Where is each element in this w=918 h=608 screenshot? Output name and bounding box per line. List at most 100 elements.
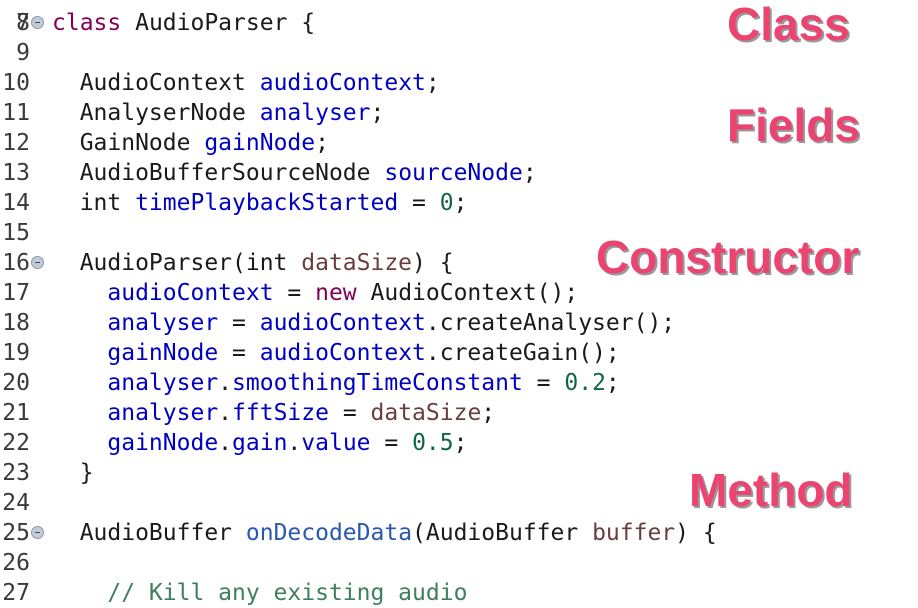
line-number: 16 [2, 250, 30, 276]
code-token [52, 340, 107, 366]
fold-toggle-icon[interactable] [31, 16, 44, 29]
code-token: dataSize [370, 400, 482, 426]
code-token: ; [522, 160, 537, 186]
line-number: 19 [2, 340, 30, 366]
code-token: = [218, 340, 260, 366]
line-number: 22 [2, 430, 30, 456]
code-token: audioContext [259, 70, 426, 96]
code-token: . [218, 430, 233, 456]
code-token: ; [605, 370, 620, 396]
code-token: sourceNode [384, 160, 523, 186]
code-text[interactable]: analyser.fftSize = dataSize; [52, 398, 495, 428]
code-token: smoothingTimeConstant [232, 370, 523, 396]
code-token: buffer [592, 520, 676, 546]
code-token: ) { [675, 520, 717, 546]
code-text[interactable]: // Kill any existing audio [52, 578, 467, 608]
code-token: ; [453, 430, 468, 456]
code-token: AudioContext(); [356, 280, 579, 306]
code-token: (AudioBuffer [412, 520, 593, 546]
code-token: AudioContext [52, 70, 260, 96]
line-number: 9 [16, 40, 30, 66]
line-number: 23 [2, 460, 30, 486]
line-number: 15 [2, 220, 30, 246]
annotation-method: Method [689, 464, 853, 516]
code-token: ; [425, 70, 440, 96]
code-text[interactable]: class AudioParser { [52, 8, 315, 38]
line-number: 13 [2, 160, 30, 186]
code-token: . [218, 400, 233, 426]
code-text[interactable]: AnalyserNode analyser; [52, 98, 385, 128]
code-text[interactable]: gainNode = audioContext.createGain(); [52, 338, 619, 368]
code-token: new [315, 280, 357, 306]
code-token: audioContext [107, 280, 274, 306]
code-token: } [52, 460, 94, 486]
code-text[interactable]: GainNode gainNode; [52, 128, 329, 158]
code-token: gain [232, 430, 288, 456]
code-token: = [328, 400, 371, 426]
code-token: . [287, 430, 302, 456]
code-token: dataSize [301, 250, 413, 276]
code-text[interactable]: AudioParser(int dataSize) { [52, 248, 454, 278]
code-token [52, 400, 107, 426]
code-token: . [218, 370, 233, 396]
code-token: onDecodeData [245, 520, 413, 546]
code-text[interactable]: AudioBuffer onDecodeData(AudioBuffer buf… [52, 518, 717, 548]
annotation-class: Class [727, 0, 850, 50]
code-text[interactable]: AudioBufferSourceNode sourceNode; [52, 158, 537, 188]
code-text[interactable]: analyser = audioContext.createAnalyser()… [52, 308, 675, 338]
line-number: 27 [2, 580, 30, 606]
fold-toggle-icon[interactable] [31, 256, 44, 269]
code-token: analyser [107, 370, 219, 396]
line-number: 10 [2, 70, 30, 96]
code-token: AudioParser(int [52, 250, 302, 276]
code-text[interactable]: int timePlaybackStarted = 0; [52, 188, 468, 218]
line-number: 25 [2, 520, 30, 546]
code-token: .createAnalyser(); [425, 310, 676, 336]
code-token: class [52, 10, 122, 36]
code-token [52, 310, 107, 336]
code-token: ; [315, 130, 329, 156]
code-token: analyser [107, 310, 219, 336]
code-token: AudioParser { [121, 10, 316, 36]
annotation-fields: Fields [727, 99, 860, 151]
line-number: 8 [16, 10, 30, 36]
code-token: value [301, 430, 371, 456]
code-token: 0.5 [412, 430, 454, 456]
line-number: 11 [2, 100, 30, 126]
line-number: 17 [2, 280, 30, 306]
code-token: = [370, 430, 413, 456]
code-text[interactable]: } [52, 458, 94, 488]
code-token: ; [453, 190, 468, 216]
code-token: = [398, 190, 440, 216]
code-text[interactable]: analyser.smoothingTimeConstant = 0.2; [52, 368, 620, 398]
code-text[interactable]: AudioContext audioContext; [52, 68, 440, 98]
code-token [52, 370, 107, 396]
partial-line: 7 [0, 0, 55, 36]
line-number: 24 [2, 490, 30, 516]
line-number: 26 [2, 550, 30, 576]
line-number: 14 [2, 190, 30, 216]
code-token: ; [481, 400, 496, 426]
code-text[interactable]: gainNode.gain.value = 0.5; [52, 428, 467, 458]
code-token: analyser [107, 400, 219, 426]
code-token: = [218, 310, 260, 336]
annotation-constructor: Constructor [596, 231, 860, 283]
line-number: 18 [2, 310, 30, 336]
code-token: ; [370, 100, 385, 126]
line-number: 7 [16, 10, 30, 36]
fold-toggle-icon[interactable] [31, 526, 44, 539]
code-text[interactable]: audioContext = new AudioContext(); [52, 278, 578, 308]
code-token: fftSize [232, 400, 329, 426]
code-token: audioContext [259, 340, 426, 366]
line-number: 21 [2, 400, 30, 426]
code-token: int [52, 190, 136, 216]
code-token: = [522, 370, 565, 396]
code-token: gainNode [204, 130, 316, 156]
code-token: AudioBufferSourceNode [52, 160, 385, 186]
code-token [52, 430, 107, 456]
code-token: audioContext [259, 310, 426, 336]
code-token: // Kill any existing audio [52, 580, 468, 606]
code-token: gainNode [107, 340, 219, 366]
code-token: ) { [412, 250, 454, 276]
